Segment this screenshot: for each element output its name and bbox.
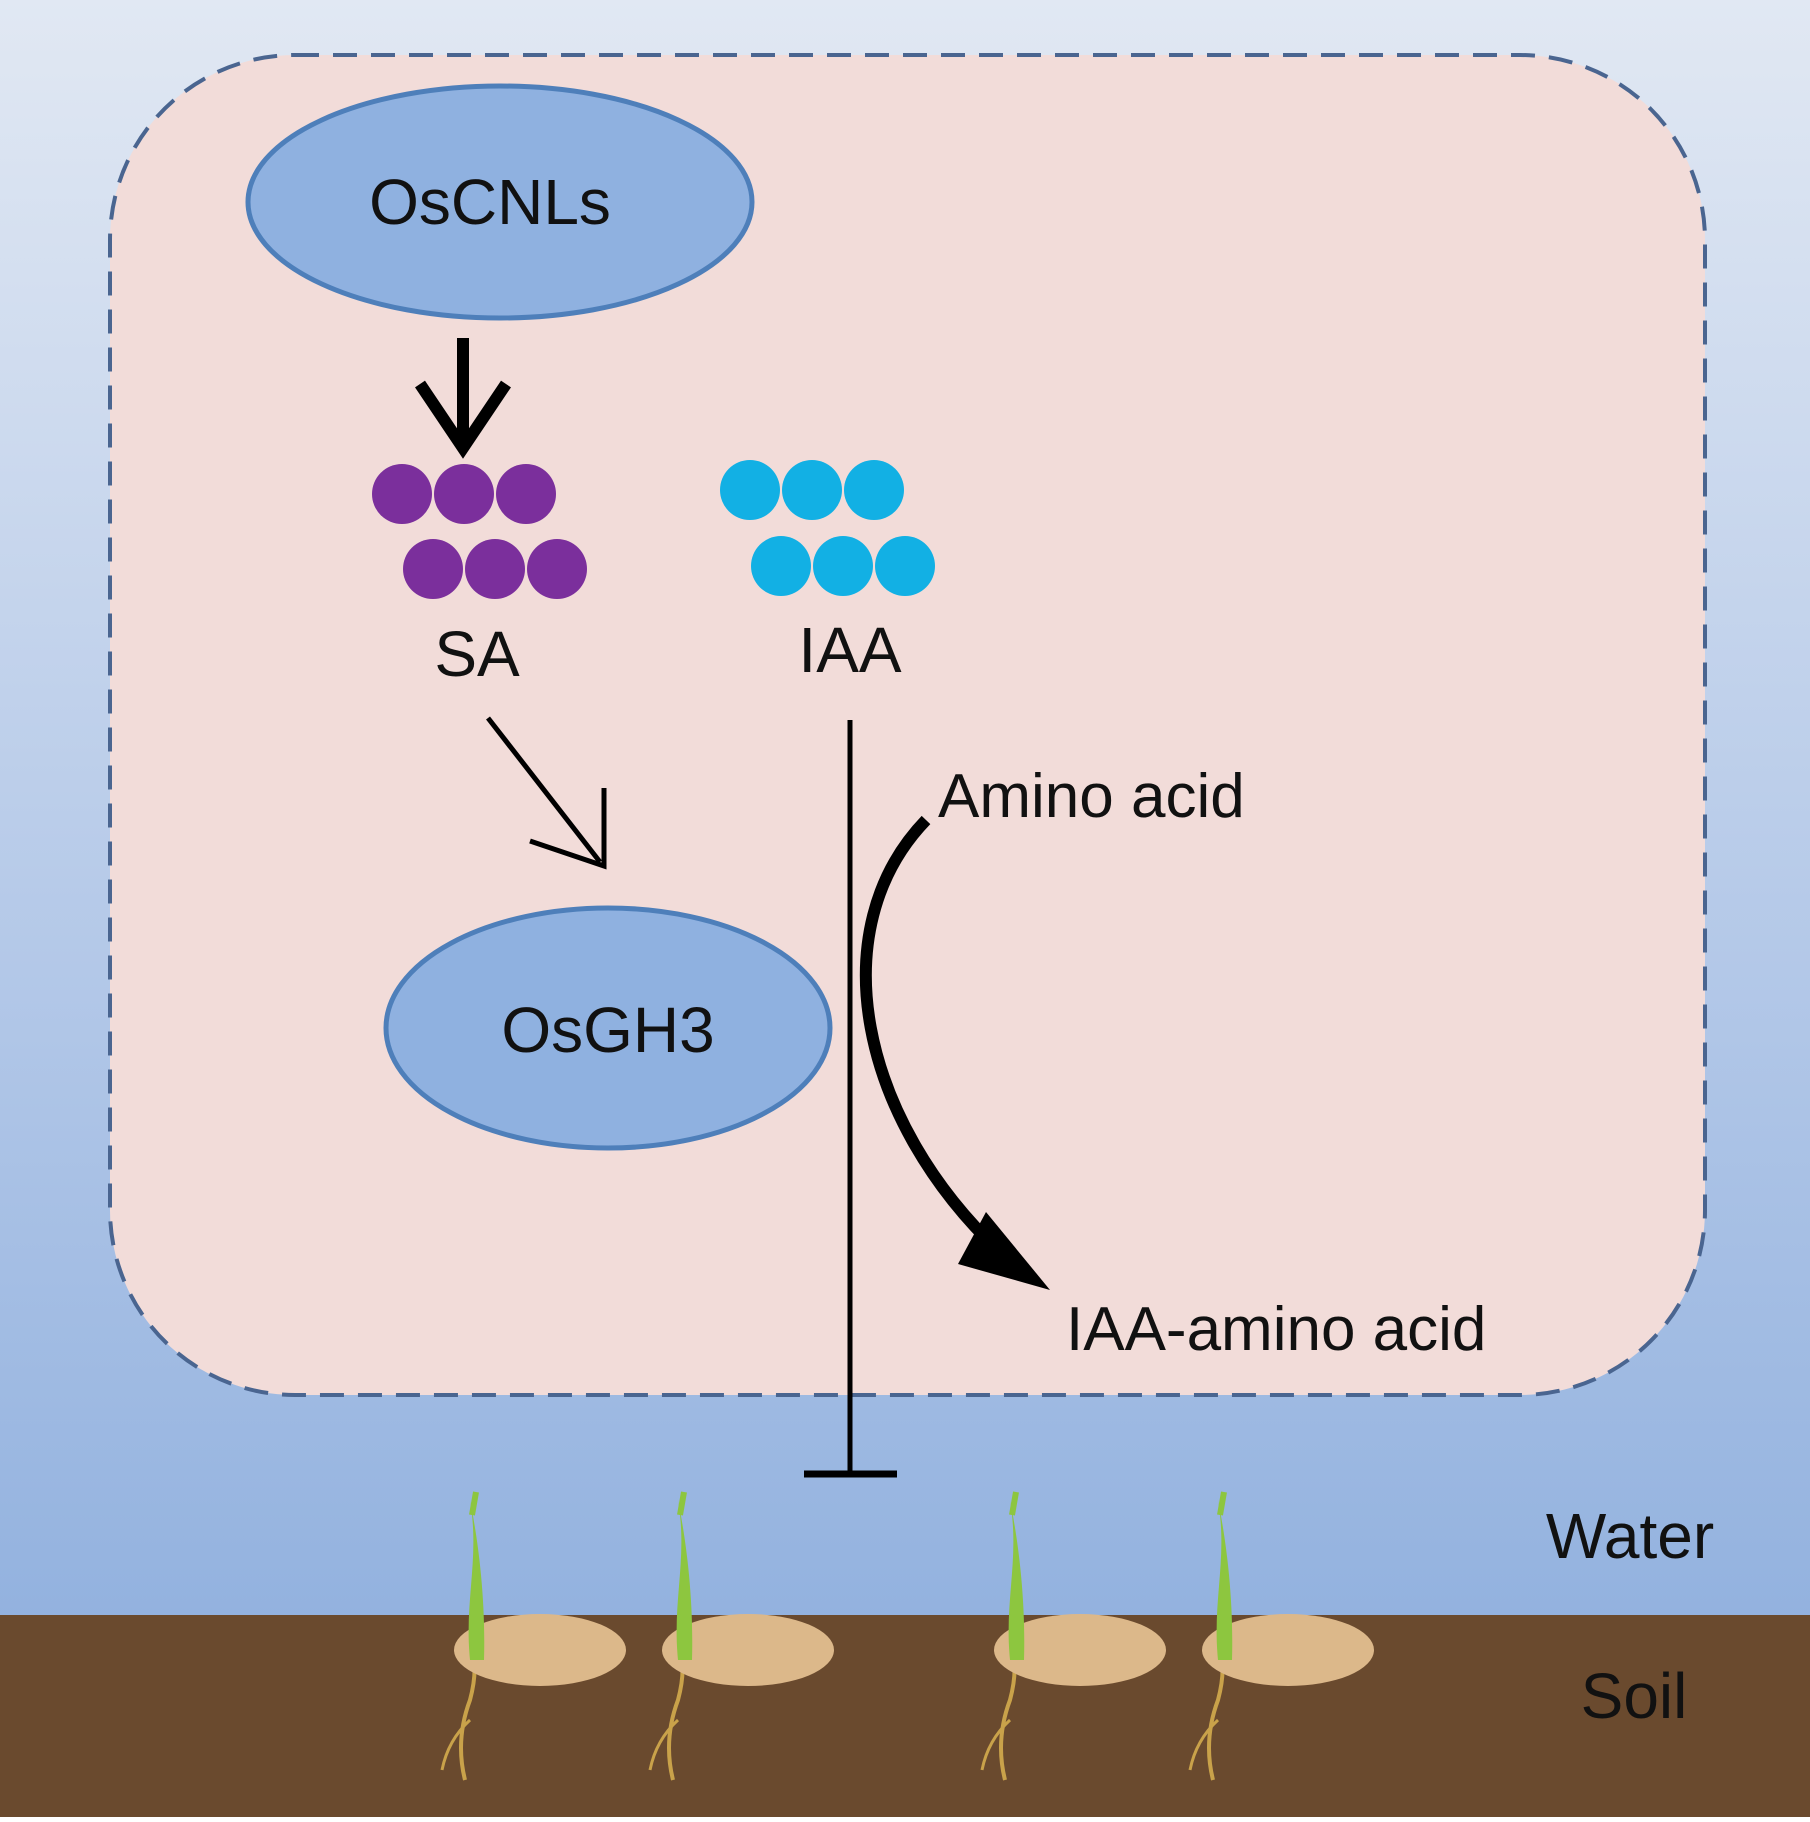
activation-arrow-sa-osgh3 (486, 716, 607, 870)
amino-acid-label: Amino acid (938, 762, 1245, 831)
sa-dot (403, 539, 463, 599)
oscnls-label: OsCNLs (369, 166, 611, 238)
conversion-arrow (859, 815, 1050, 1290)
seedling (648, 1491, 834, 1781)
sa-dot (372, 464, 432, 524)
sa-dot (527, 539, 587, 599)
seedling (980, 1491, 1166, 1781)
iaa-dot (782, 460, 842, 520)
soil-label: Soil (1581, 1660, 1688, 1732)
iaa-dot (720, 460, 780, 520)
sa-dot (496, 464, 556, 524)
soil-layer (0, 1615, 1810, 1817)
osgh3-label: OsGH3 (501, 994, 714, 1066)
osgh3-node: OsGH3 (383, 905, 833, 1151)
iaa-dot (875, 536, 935, 596)
activation-arrow-oscnls-sa (415, 338, 511, 459)
inhibition-line-iaa (804, 720, 897, 1478)
seedling (1188, 1491, 1374, 1781)
iaa-molecules (720, 460, 935, 596)
sa-label: SA (434, 618, 520, 690)
iaa-dot (844, 460, 904, 520)
sa-molecules (372, 464, 587, 599)
sa-dot (465, 539, 525, 599)
sa-dot (434, 464, 494, 524)
oscnls-node: OsCNLs (245, 83, 755, 321)
iaa-amino-acid-label: IAA-amino acid (1066, 1295, 1486, 1364)
seedling (440, 1491, 626, 1781)
water-label: Water (1546, 1500, 1714, 1572)
rice-seedlings (440, 1491, 1374, 1781)
iaa-dot (751, 536, 811, 596)
iaa-dot (813, 536, 873, 596)
iaa-label: IAA (798, 614, 901, 686)
